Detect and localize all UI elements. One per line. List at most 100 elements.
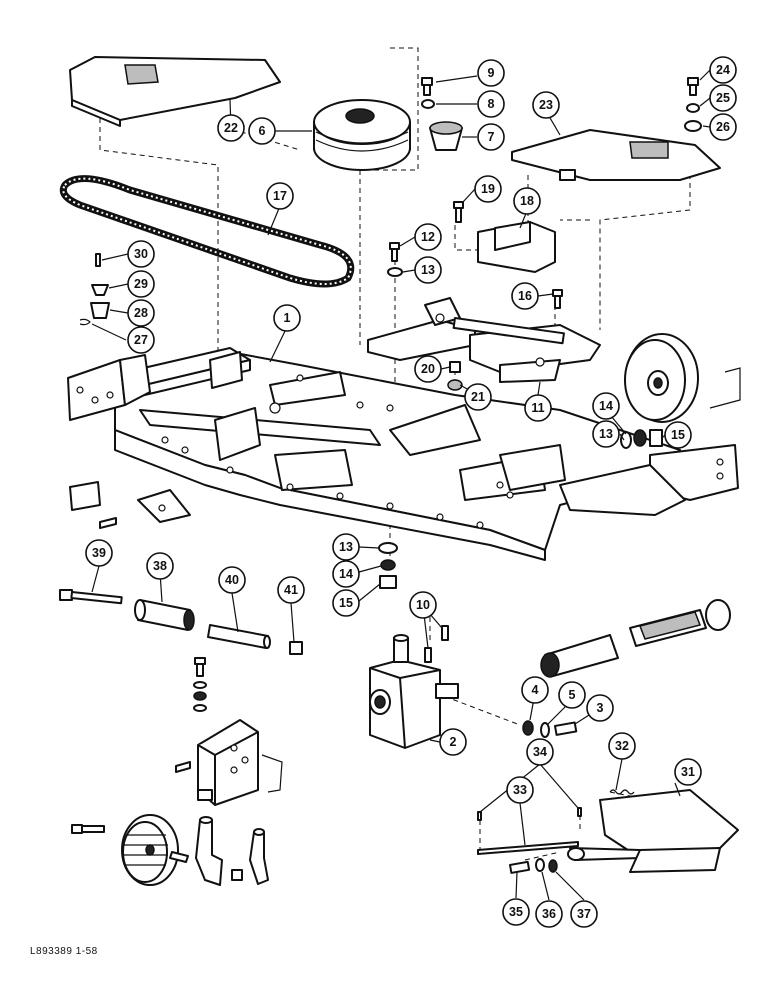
callout-23: 23 bbox=[532, 91, 560, 119]
callout-5: 5 bbox=[558, 681, 586, 709]
svg-text:7: 7 bbox=[488, 130, 495, 144]
callout-24: 24 bbox=[709, 56, 737, 84]
svg-text:31: 31 bbox=[681, 765, 695, 779]
callout-11: 11 bbox=[524, 394, 552, 422]
roller-nut bbox=[289, 641, 303, 655]
callout-15-lower: 15 bbox=[332, 589, 360, 617]
deck-frame bbox=[67, 347, 739, 561]
svg-text:21: 21 bbox=[471, 390, 485, 404]
cover-washer bbox=[684, 120, 702, 132]
caster-washers bbox=[193, 681, 207, 712]
cover-bolt bbox=[687, 77, 699, 96]
hub-washer bbox=[421, 99, 435, 109]
callouts: 1 2 3 4 5 6 7 8 9 10 11 12 13 13 13 14 1… bbox=[85, 56, 737, 928]
spindle-lockwasher-lower bbox=[380, 559, 396, 571]
caster-nut bbox=[197, 789, 213, 801]
callout-18: 18 bbox=[513, 187, 541, 215]
callout-38: 38 bbox=[146, 552, 174, 580]
callout-13-right: 13 bbox=[592, 420, 620, 448]
callout-14-lower: 14 bbox=[332, 560, 360, 588]
svg-text:15: 15 bbox=[671, 428, 685, 442]
callout-1: 1 bbox=[273, 304, 301, 332]
svg-text:13: 13 bbox=[421, 263, 435, 277]
callout-41: 41 bbox=[277, 576, 305, 604]
drive-belt bbox=[59, 175, 355, 288]
chute-bolt bbox=[509, 860, 531, 874]
svg-text:14: 14 bbox=[339, 567, 353, 581]
pulley-hub bbox=[429, 121, 463, 151]
callout-26: 26 bbox=[709, 113, 737, 141]
angle-bracket bbox=[137, 489, 191, 523]
rod-cotter-pins bbox=[477, 807, 582, 821]
spindle-bolt bbox=[389, 242, 400, 262]
callout-3: 3 bbox=[586, 694, 614, 722]
callout-27: 27 bbox=[127, 326, 155, 354]
wheel-spacer-right bbox=[633, 429, 647, 447]
callout-21: 21 bbox=[464, 383, 492, 411]
left-deck-cover bbox=[69, 56, 281, 127]
hub-bolt bbox=[421, 77, 433, 96]
svg-text:27: 27 bbox=[134, 333, 148, 347]
callout-29: 29 bbox=[127, 270, 155, 298]
svg-text:25: 25 bbox=[716, 91, 730, 105]
callout-9: 9 bbox=[477, 59, 505, 87]
callout-31: 31 bbox=[674, 758, 702, 786]
caster-bolt bbox=[194, 657, 206, 677]
callout-13-lower: 13 bbox=[332, 533, 360, 561]
callout-28: 28 bbox=[127, 299, 155, 327]
svg-text:14: 14 bbox=[599, 399, 613, 413]
callout-7: 7 bbox=[477, 123, 505, 151]
svg-text:15: 15 bbox=[339, 596, 353, 610]
svg-text:32: 32 bbox=[615, 739, 629, 753]
callout-32: 32 bbox=[608, 732, 636, 760]
svg-text:16: 16 bbox=[518, 289, 532, 303]
small-bracket-left bbox=[69, 481, 101, 511]
svg-text:12: 12 bbox=[421, 230, 435, 244]
callout-33: 33 bbox=[506, 776, 534, 804]
svg-text:22: 22 bbox=[224, 121, 238, 135]
caster-wheel bbox=[121, 814, 179, 886]
caster-bracket bbox=[197, 719, 283, 806]
callout-6: 6 bbox=[248, 117, 276, 145]
chute-spring bbox=[609, 789, 635, 795]
svg-text:39: 39 bbox=[92, 546, 106, 560]
svg-text:10: 10 bbox=[416, 598, 430, 612]
svg-text:34: 34 bbox=[533, 745, 547, 759]
idler-arm-assembly bbox=[367, 297, 601, 383]
svg-text:13: 13 bbox=[599, 427, 613, 441]
callout-34: 34 bbox=[526, 738, 554, 766]
chute-washer bbox=[548, 859, 558, 873]
svg-text:36: 36 bbox=[542, 907, 556, 921]
caster-spacer bbox=[169, 851, 189, 863]
svg-text:4: 4 bbox=[532, 683, 539, 697]
callout-8: 8 bbox=[477, 90, 505, 118]
svg-text:23: 23 bbox=[539, 98, 553, 112]
gearbox-lockwasher bbox=[540, 722, 550, 738]
gearbox bbox=[369, 634, 459, 749]
svg-text:26: 26 bbox=[716, 120, 730, 134]
svg-text:1: 1 bbox=[284, 311, 291, 325]
callout-39: 39 bbox=[85, 539, 113, 567]
callout-20: 20 bbox=[414, 355, 442, 383]
svg-text:38: 38 bbox=[153, 559, 167, 573]
gearbox-keys bbox=[424, 625, 449, 663]
svg-text:11: 11 bbox=[531, 401, 544, 415]
caster-fork-nut bbox=[231, 869, 243, 881]
catalog-code: L893389 1-58 bbox=[30, 946, 98, 957]
gearbox-bolt bbox=[554, 721, 578, 736]
callout-13: 13 bbox=[414, 256, 442, 284]
pulley bbox=[313, 99, 411, 171]
svg-text:28: 28 bbox=[134, 306, 148, 320]
svg-text:17: 17 bbox=[273, 189, 287, 203]
svg-text:2: 2 bbox=[450, 735, 457, 749]
spindle-washer-upper bbox=[387, 267, 403, 277]
svg-text:20: 20 bbox=[421, 362, 435, 376]
idler-nut bbox=[449, 361, 461, 373]
allen-key bbox=[709, 367, 741, 409]
wheel-washer-right bbox=[620, 431, 632, 449]
chute-rod bbox=[477, 841, 579, 855]
svg-text:24: 24 bbox=[716, 63, 730, 77]
axle-bolt bbox=[59, 589, 123, 605]
roller-shaft bbox=[207, 624, 271, 649]
svg-text:35: 35 bbox=[509, 905, 523, 919]
